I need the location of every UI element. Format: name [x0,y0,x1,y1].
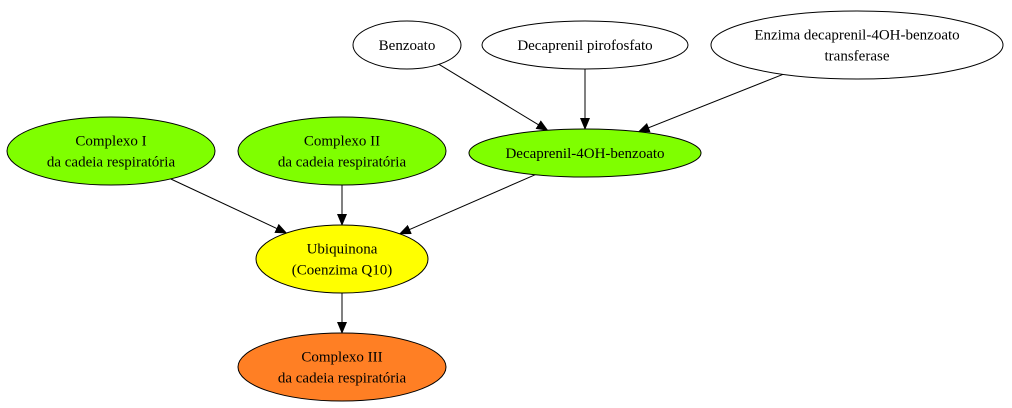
edges-layer [170,63,784,334]
edge-arrow-decaprenil-4oh-to-ubiquinona [398,174,536,235]
node-label-enzima-line-1: Enzima decaprenil-4OH-benzoato [754,28,959,44]
node-decaprenil-pirofosfato: Decaprenil pirofosfato [481,20,689,70]
nodes-layer: Benzoato Decaprenil pirofosfato Enzima dec… [6,10,1004,402]
node-ellipse-complexo-iii [237,332,447,402]
node-complexo-i: Complexo I da cadeia respiratória [6,116,216,186]
node-label-complexo-iii-line-2: da cadeia respiratória [278,371,407,387]
node-label-complexo-ii-line-1: Complexo II [304,134,380,150]
node-complexo-iii: Complexo III da cadeia respiratória [237,332,447,402]
node-ellipse-complexo-ii [237,116,447,186]
edge-arrow-benzoato-to-decaprenil-4oh [438,63,549,131]
node-benzoato: Benzoato [352,20,462,70]
node-enzima: Enzima decaprenil-4OH-benzoato transferas… [710,10,1004,80]
node-label-complexo-iii-line-1: Complexo III [301,350,382,366]
node-label-complexo-ii-line-2: da cadeia respiratória [278,155,407,171]
node-label-complexo-i-line-2: da cadeia respiratória [47,155,176,171]
node-ellipse-decaprenil-4oh [468,128,702,178]
node-label-decaprenil-4oh-line-1: Decaprenil-4OH-benzoato [505,146,664,162]
node-ubiquinona: Ubiquinona (Coenzima Q10) [255,224,429,294]
node-ellipse-decaprenil-pirofosfato [481,20,689,70]
edge-arrow-enzima-to-decaprenil-4oh [637,73,784,133]
node-label-complexo-i-line-1: Complexo I [75,134,146,150]
node-label-enzima-line-2: transferase [825,49,890,65]
node-label-ubiquinona-line-2: (Coenzima Q10) [292,263,392,279]
node-label-ubiquinona-line-1: Ubiquinona [307,242,378,258]
node-ellipse-complexo-i [6,116,216,186]
node-complexo-ii: Complexo II da cadeia respiratória [237,116,447,186]
edge-arrow-complexo-i-to-ubiquinona [170,178,288,234]
node-ellipse-benzoato [352,20,462,70]
node-label-decaprenil-pirofosfato-line-1: Decaprenil pirofosfato [517,38,652,54]
node-ellipse-ubiquinona [255,224,429,294]
node-ellipse-enzima [710,10,1004,80]
node-label-benzoato-line-1: Benzoato [379,38,436,54]
node-decaprenil-4oh: Decaprenil-4OH-benzoato [468,128,702,178]
